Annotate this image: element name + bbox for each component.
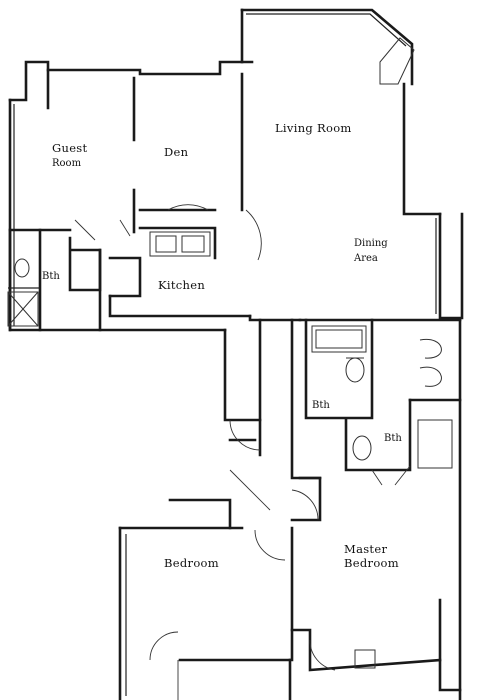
walls-center-bath: [298, 318, 462, 420]
room-labels: Guest Room Den Living Room Dining Area K…: [42, 121, 402, 570]
master-bath-label: Bth: [384, 433, 402, 444]
west-bath-label: Bth: [42, 271, 60, 282]
guest-room-label-line1: Guest: [52, 141, 88, 155]
kitchen-label: Kitchen: [158, 278, 205, 292]
guest-room-label-line2: Room: [52, 158, 82, 169]
walls-west-wing: [8, 60, 254, 332]
den-label: Den: [164, 145, 189, 159]
master-bedroom-label-line2: Bedroom: [344, 556, 399, 570]
bedroom-label: Bedroom: [164, 556, 219, 570]
master-bedroom-label-line1: Master: [344, 542, 387, 556]
walls-bedroom: [118, 498, 294, 700]
walls-master-bedroom: [290, 476, 462, 692]
door-swings: [74, 204, 411, 700]
dining-area-label-line2: Area: [353, 253, 378, 264]
living-room-label: Living Room: [275, 121, 352, 135]
center-bath-label: Bth: [312, 400, 330, 411]
west-bath-fixtures: [7, 258, 39, 327]
walls-living-dining: [240, 8, 464, 320]
dining-area-label-line1: Dining: [354, 238, 388, 249]
kitchen-fixtures: [149, 231, 211, 257]
walls-master-bath: [344, 318, 462, 700]
